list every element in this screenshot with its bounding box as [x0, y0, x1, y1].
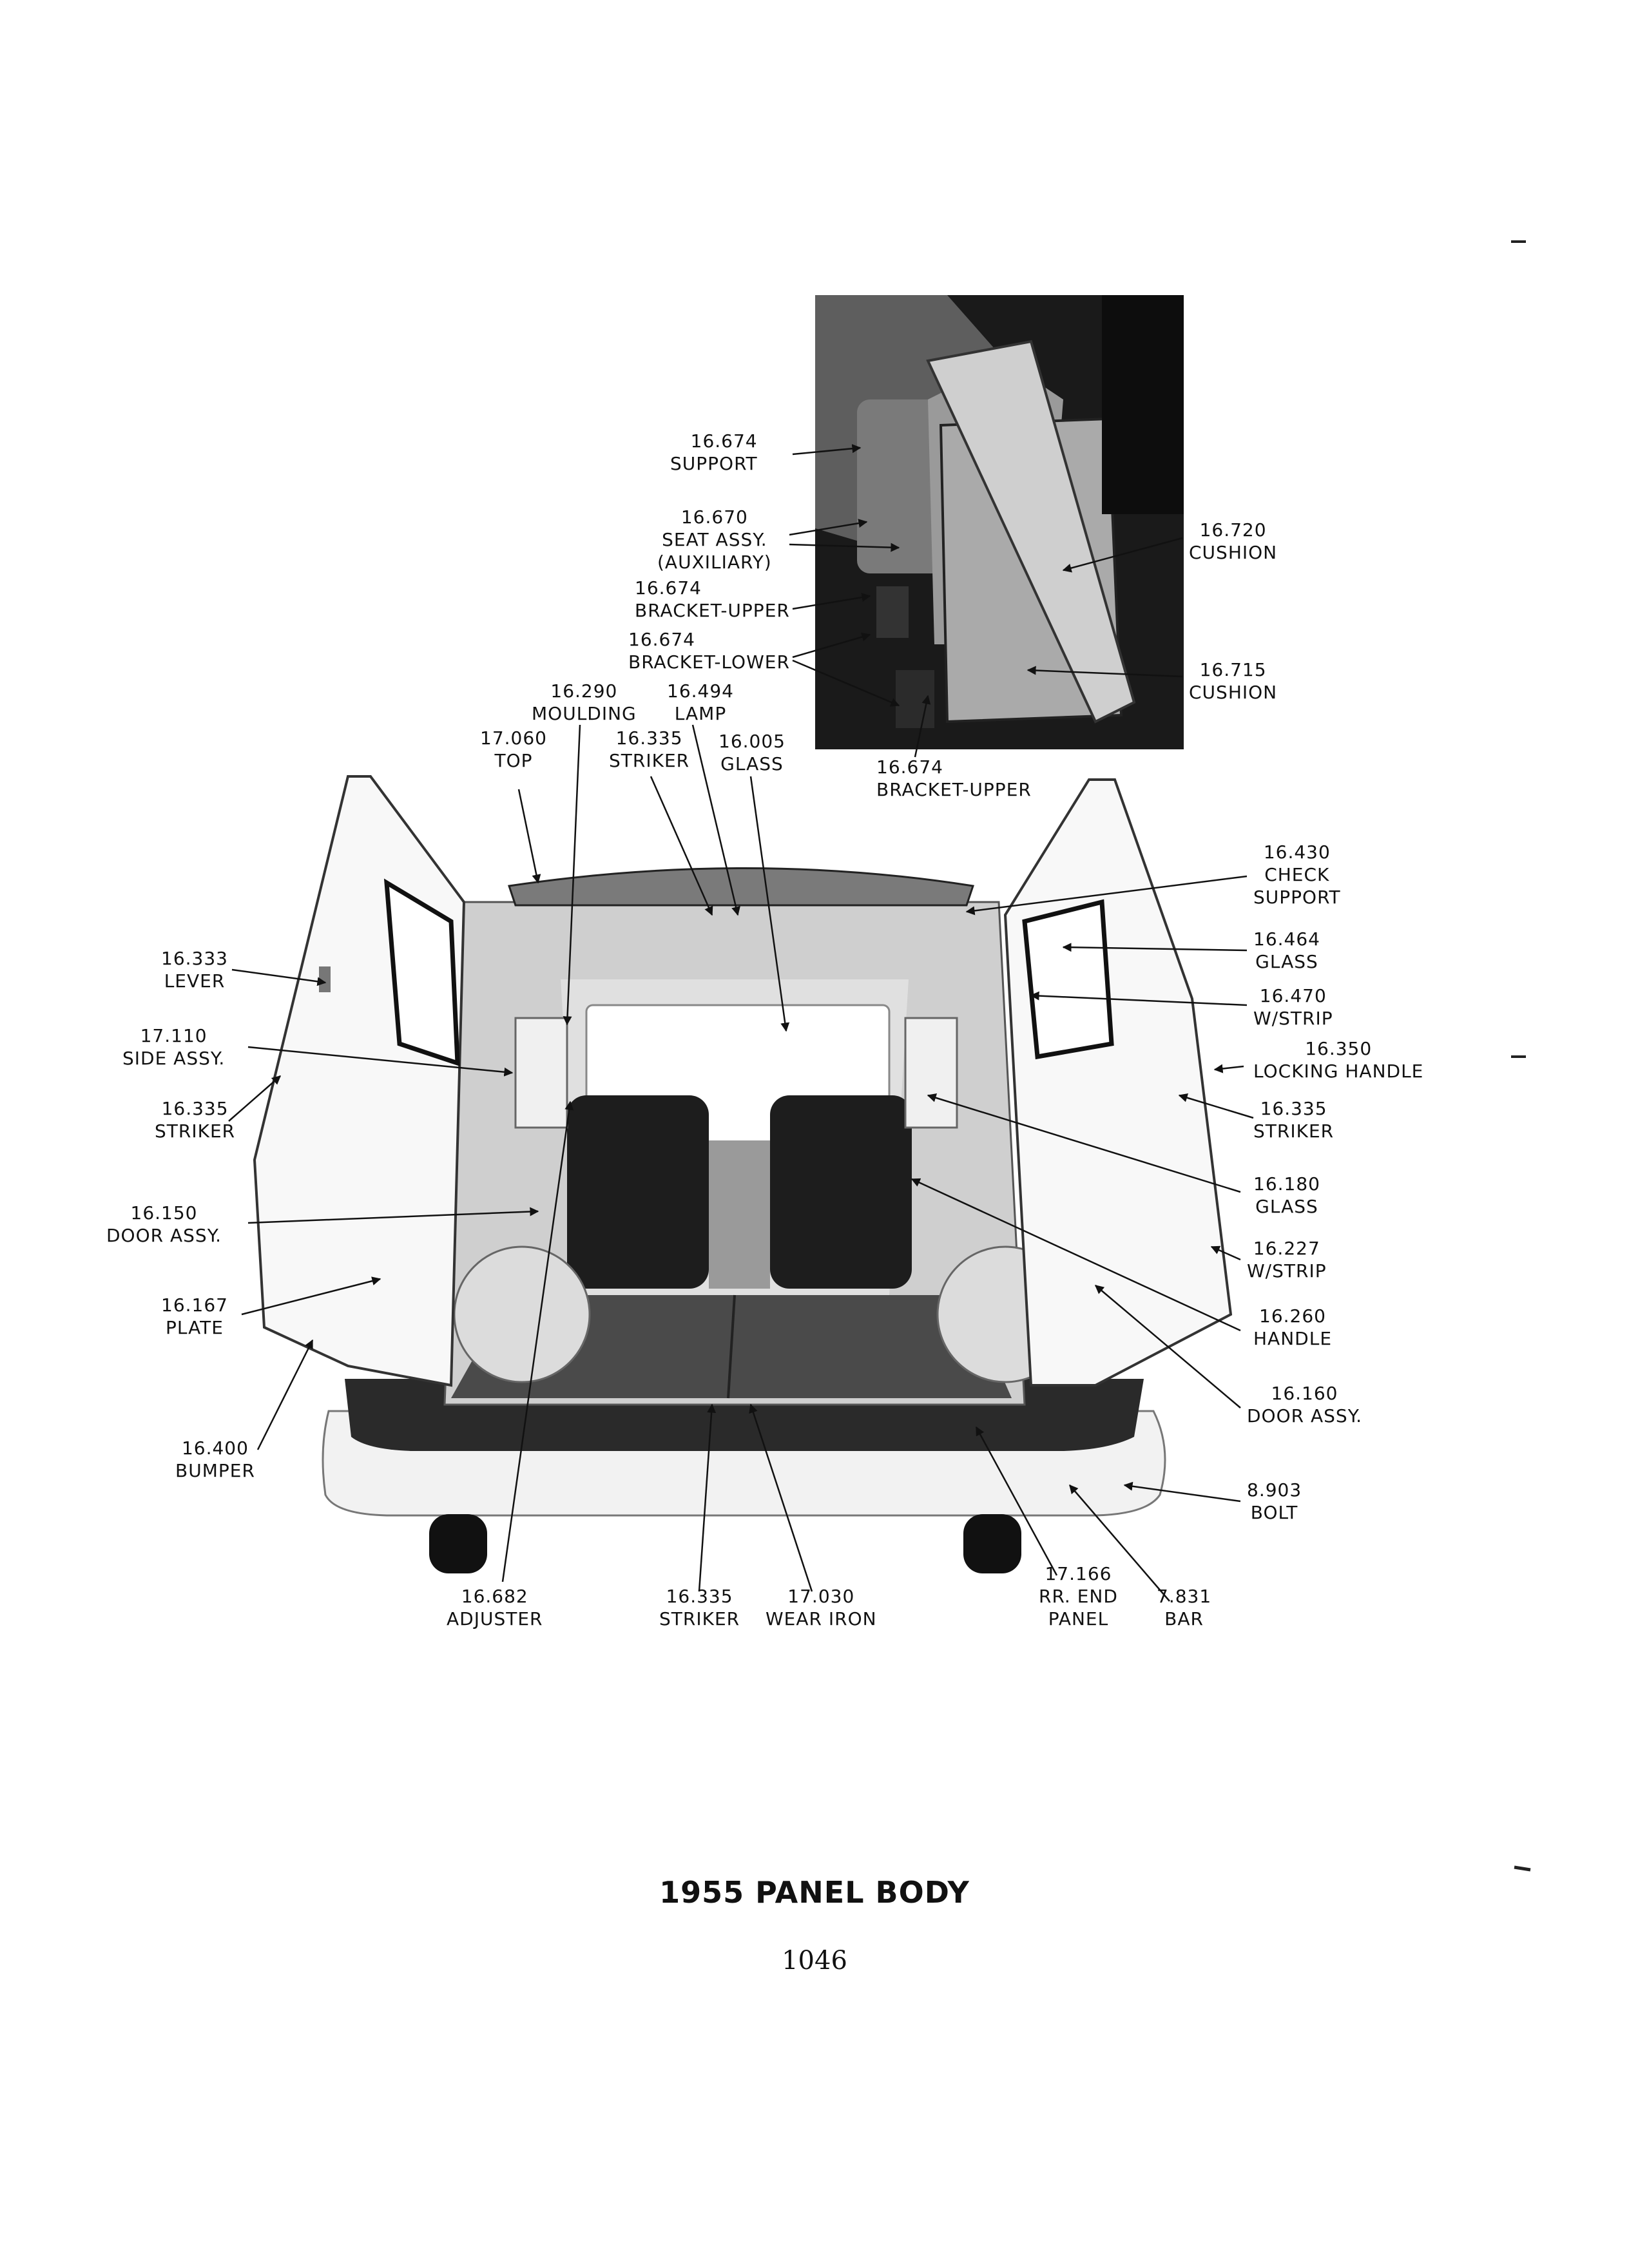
leader-bolt [1123, 1481, 1241, 1503]
leader-rr-end-panel [975, 1426, 1058, 1576]
label-bar: 7.831 BAR [1157, 1586, 1212, 1629]
leader-striker-bottom [698, 1403, 717, 1592]
label-bolt: 8.903 BOLT [1247, 1479, 1302, 1523]
label-locking-handle: 16.350 LOCKING HANDLE [1253, 1038, 1424, 1082]
leader-cushion-720 [1062, 537, 1183, 573]
label-check-support: 16.430 CHECK SUPPORT [1253, 841, 1341, 908]
label-cushion-720: 16.720 CUSHION [1189, 519, 1278, 563]
label-door-assy-160: 16.160 DOOR ASSY. [1247, 1383, 1363, 1427]
seat-inset-photo [815, 295, 1184, 749]
label-adjuster: 16.682 ADJUSTER [447, 1586, 543, 1629]
label-bracket-upper-2: 16.674 BRACKET-UPPER [876, 756, 1032, 800]
label-lamp: 16.494 LAMP [667, 680, 734, 724]
label-bracket-lower: 16.674 BRACKET-LOWER [628, 629, 790, 673]
leader-adjuster [501, 1100, 574, 1582]
label-striker-right: 16.335 STRIKER [1253, 1098, 1335, 1142]
leader-top [517, 789, 541, 884]
label-striker-top: 16.335 STRIKER [609, 727, 690, 771]
leader-bracket-upper-1 [792, 593, 871, 610]
leader-glass-464 [1062, 943, 1248, 952]
leader-glass-005 [749, 776, 790, 1032]
leader-door-assy-150 [247, 1207, 539, 1224]
leader-locking-handle [1213, 1064, 1244, 1073]
leader-bracket-lower-1 [792, 632, 871, 658]
leader-wear-iron [749, 1403, 813, 1592]
leader-striker-right [1178, 1093, 1254, 1119]
leader-moulding [563, 724, 581, 1026]
page-number: 1046 [782, 1946, 847, 1975]
leader-lever [231, 968, 327, 986]
leader-lamp [691, 724, 740, 916]
label-glass-005: 16.005 GLASS [718, 731, 786, 774]
label-striker-bottom: 16.335 STRIKER [659, 1586, 740, 1629]
label-glass-464: 16.464 GLASS [1253, 928, 1320, 972]
leader-handle-260 [911, 1178, 1241, 1332]
label-lever: 16.333 LEVER [161, 948, 228, 992]
leader-bracket-lower-2 [792, 659, 900, 707]
leader-side-assy [247, 1046, 514, 1077]
label-handle-260: 16.260 HANDLE [1253, 1305, 1333, 1349]
label-wstrip-227: 16.227 W/STRIP [1247, 1238, 1327, 1282]
leader-bar [1069, 1484, 1170, 1602]
label-moulding: 16.290 MOULDING [532, 680, 637, 724]
label-rr-end-panel: 17.166 RR. END PANEL [1039, 1563, 1118, 1629]
label-bracket-upper-1: 16.674 BRACKET-UPPER [635, 577, 790, 621]
leader-cushion-715 [1027, 666, 1183, 678]
leader-wstrip-227 [1210, 1245, 1241, 1261]
leader-seat-assy-2 [789, 543, 900, 552]
leader-check-support [965, 875, 1248, 916]
label-plate: 16.167 PLATE [161, 1294, 228, 1338]
leader-seat-support [792, 444, 862, 456]
leader-door-assy-160 [1094, 1285, 1241, 1408]
leader-plate [241, 1276, 381, 1316]
leader-bracket-upper-2 [914, 695, 931, 758]
label-bumper: 16.400 BUMPER [175, 1437, 255, 1481]
panel-body-photo [253, 775, 1233, 1573]
leader-striker-top [650, 776, 713, 916]
label-side-assy: 17.110 SIDE ASSY. [122, 1025, 226, 1069]
label-striker-left: 16.335 STRIKER [155, 1098, 236, 1142]
leader-lines [228, 444, 1254, 1602]
label-wstrip-470: 16.470 W/STRIP [1253, 985, 1333, 1029]
label-door-assy-150: 16.150 DOOR ASSY. [106, 1202, 222, 1246]
label-seat-support: 16.674 SUPPORT [670, 430, 758, 474]
leader-glass-180 [927, 1093, 1241, 1193]
leader-seat-assy-1 [789, 519, 868, 536]
label-top: 17.060 TOP [480, 727, 547, 771]
leader-striker-left [228, 1075, 282, 1122]
leader-bumper [256, 1339, 314, 1450]
label-cushion-715: 16.715 CUSHION [1189, 659, 1278, 703]
label-wear-iron: 17.030 WEAR IRON [766, 1586, 877, 1629]
leader-wstrip-470 [1030, 991, 1248, 1006]
label-glass-180: 16.180 GLASS [1253, 1173, 1320, 1217]
page-title: 1955 PANEL BODY [659, 1875, 970, 1910]
label-seat-assy-auxiliary: 16.670 SEAT ASSY. (AUXILIARY) [657, 506, 772, 573]
